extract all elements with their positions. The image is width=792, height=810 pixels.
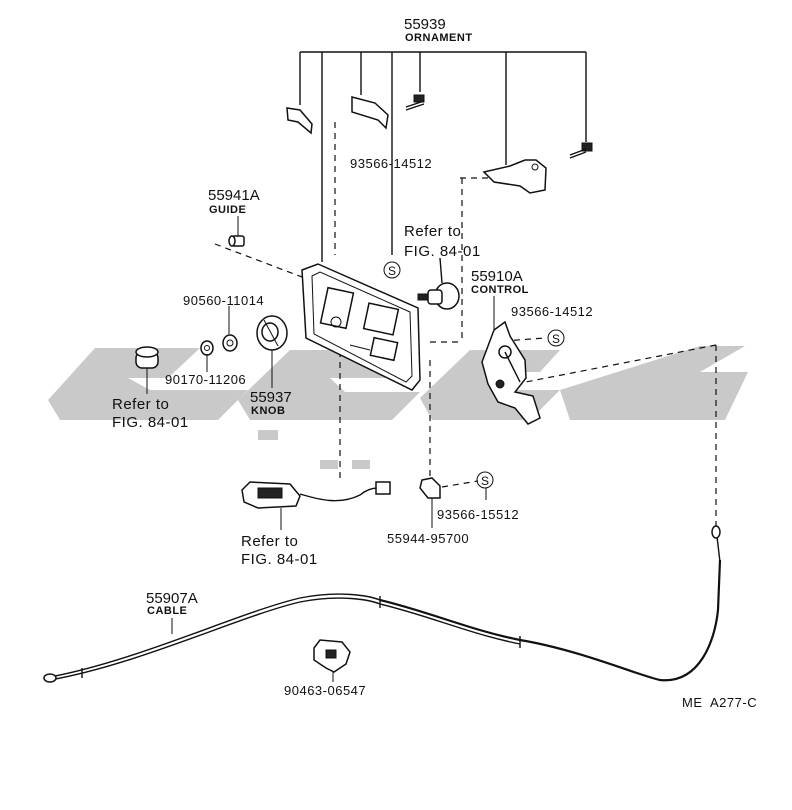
watermark-dot-3 bbox=[352, 460, 370, 469]
switch-connector bbox=[241, 481, 391, 509]
guide-pin bbox=[228, 235, 245, 247]
switch-reference-line1: Refer to bbox=[241, 533, 298, 550]
control-name: CONTROL bbox=[471, 284, 529, 296]
washer bbox=[222, 334, 238, 352]
watermark-band-1 bbox=[48, 348, 248, 420]
ornament-name: ORNAMENT bbox=[405, 32, 473, 44]
cap-reference-line1: Refer to bbox=[112, 396, 169, 413]
bulb-reference-line2: FIG. 84-01 bbox=[404, 243, 481, 260]
ornament-bracket-piece bbox=[482, 159, 547, 194]
guide-number: 55941A bbox=[208, 187, 260, 204]
cable bbox=[43, 525, 722, 683]
knob-number: 55937 bbox=[250, 389, 292, 406]
watermark-dot-2 bbox=[320, 460, 338, 469]
svg-text:S: S bbox=[481, 474, 489, 488]
svg-text:S: S bbox=[552, 332, 560, 346]
washer-number: 90560-11014 bbox=[183, 293, 264, 308]
cable-name: CABLE bbox=[147, 605, 187, 617]
screw-mark-right: S bbox=[547, 329, 565, 347]
ornament-trim-mid bbox=[351, 96, 389, 130]
figure-code: ME A277-C bbox=[682, 695, 757, 710]
screw-right-number: 93566-14512 bbox=[511, 304, 593, 319]
screw-lower-number: 93566-15512 bbox=[437, 507, 519, 522]
nut bbox=[200, 340, 214, 356]
ornament-screw-right bbox=[569, 142, 593, 159]
ornament-bracket bbox=[299, 51, 587, 262]
alignment-lines bbox=[214, 122, 717, 528]
knob bbox=[256, 315, 288, 351]
watermark-band-4 bbox=[560, 346, 748, 420]
leader-lines bbox=[146, 216, 495, 682]
control-lever bbox=[481, 320, 541, 425]
clip bbox=[419, 477, 441, 499]
control-panel-plate bbox=[301, 263, 421, 391]
bulb-reference-line1: Refer to bbox=[404, 223, 461, 240]
svg-text:S: S bbox=[388, 264, 396, 278]
clip-number: 55944-95700 bbox=[387, 531, 469, 546]
nut-number: 90170-11206 bbox=[165, 372, 246, 387]
control-number: 55910A bbox=[471, 268, 523, 285]
clamp-number: 90463-06547 bbox=[284, 683, 366, 698]
ornament-trim-left bbox=[286, 107, 313, 135]
watermark-dot-1 bbox=[258, 430, 278, 440]
screw-mark-lower: S bbox=[476, 471, 494, 489]
guide-name: GUIDE bbox=[209, 204, 246, 216]
ornament-number: 55939 bbox=[404, 16, 446, 33]
cable-number: 55907A bbox=[146, 590, 198, 607]
cap bbox=[135, 346, 159, 369]
clamp bbox=[313, 639, 351, 673]
switch-reference-line2: FIG. 84-01 bbox=[241, 551, 318, 568]
cap-reference-line2: FIG. 84-01 bbox=[112, 414, 189, 431]
screw-mark-top: S bbox=[383, 261, 401, 279]
screw-top-number: 93566-14512 bbox=[350, 156, 432, 171]
bulb-socket bbox=[417, 257, 460, 310]
ornament-screw-top bbox=[405, 94, 425, 111]
knob-name: KNOB bbox=[251, 405, 285, 417]
